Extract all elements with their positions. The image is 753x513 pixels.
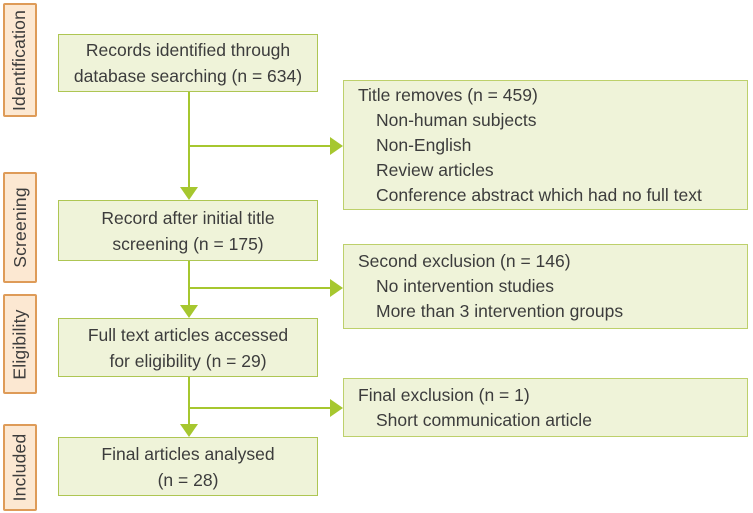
arrow-line-down-1 [188,92,190,188]
stage-label-screening: Screening [3,172,37,283]
arrow-line-down-2 [188,261,190,306]
stage-label-text: Eligibility [9,308,30,380]
stage-label-included: Included [3,424,37,511]
stage-label-text: Identification [9,9,30,111]
arrow-line-branch-2 [189,287,331,289]
stage-label-eligibility: Eligibility [3,294,37,394]
flow-box-full-text-accessed: Full text articles accessed for eligibil… [58,318,318,377]
exclusion-box-second-exclusion: Second exclusion (n = 146) No interventi… [343,244,748,329]
exclusion-title: Second exclusion (n = 146) [358,251,571,271]
exclusion-box-final-exclusion: Final exclusion (n = 1) Short communicat… [343,378,748,437]
exclusion-item: Short communication article [376,409,592,430]
stage-label-identification: Identification [3,3,37,117]
flow-box-line: for eligibility (n = 29) [109,350,267,371]
flow-box-records-identified: Records identified through database sear… [58,34,318,92]
arrow-line-branch-3 [189,407,331,409]
arrowhead-down-icon [180,305,198,318]
arrowhead-right-icon [330,399,343,417]
exclusion-item: Non-human subjects [376,109,537,130]
flow-box-line: (n = 28) [157,469,219,490]
stage-label-text: Screening [9,187,30,268]
arrowhead-down-icon [180,424,198,437]
arrowhead-right-icon [330,279,343,297]
exclusion-item: No intervention studies [376,276,555,296]
flow-box-line: Record after initial title [101,207,275,228]
stage-label-text: Included [9,433,30,502]
exclusion-item: Review articles [376,159,494,180]
flow-box-line: database searching (n = 634) [73,66,303,86]
exclusion-title: Title removes (n = 459) [358,84,538,105]
exclusion-item: Conference abstract which had no full te… [376,184,702,205]
flow-box-final-articles: Final articles analysed (n = 28) [58,437,318,496]
exclusion-box-title-removes: Title removes (n = 459) Non-human subjec… [343,80,748,210]
exclusion-item: More than 3 intervention groups [376,301,624,321]
flow-box-line: Records identified through [85,40,291,60]
flow-box-after-title-screening: Record after initial title screening (n … [58,200,318,261]
arrow-line-branch-1 [189,145,331,147]
arrowhead-right-icon [330,137,343,155]
flow-box-line: Full text articles accessed [87,324,289,345]
exclusion-title: Final exclusion (n = 1) [358,384,530,405]
exclusion-item: Non-English [376,134,472,155]
arrowhead-down-icon [180,187,198,200]
arrow-line-down-3 [188,377,190,425]
flow-box-line: Final articles analysed [101,443,275,464]
flow-box-line: screening (n = 175) [112,233,264,254]
